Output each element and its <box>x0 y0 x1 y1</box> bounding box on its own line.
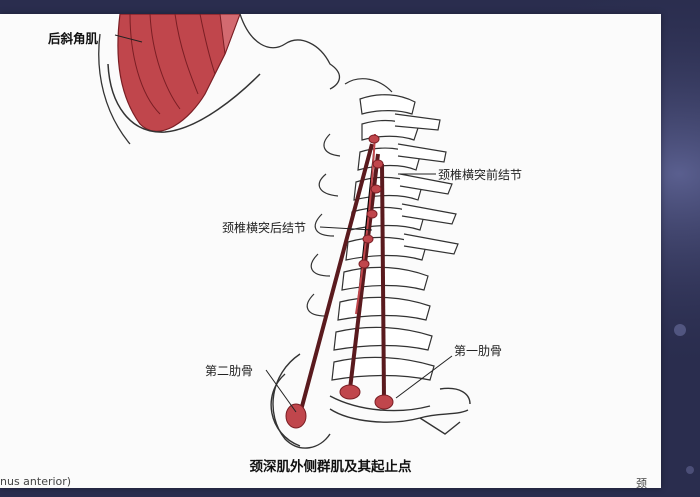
posterior-scalene-muscle <box>98 14 341 145</box>
label-posterior-scalene: 后斜角肌 <box>48 31 99 46</box>
leader-posterior-tubercle <box>319 226 373 231</box>
anatomy-illustration <box>98 14 471 449</box>
scalene-muscles <box>298 133 386 415</box>
figure-caption: 颈深肌外侧群肌及其起止点 <box>249 459 412 475</box>
cut-text-left: nus anterior) <box>0 475 72 488</box>
ribs <box>270 353 471 449</box>
slide-panel: 后斜角肌 颈椎横突前结节 颈椎横突后结节 第二肋骨 第一肋骨 颈深肌外侧群肌及其… <box>0 14 661 488</box>
label-anterior-tubercle: 颈椎横突前结节 <box>438 168 523 182</box>
leader-first-rib <box>395 355 453 399</box>
leader-second-rib <box>265 369 297 413</box>
cut-text-right: 颈 <box>636 477 647 488</box>
label-first-rib: 第一肋骨 <box>454 344 503 358</box>
label-posterior-tubercle: 颈椎横突后结节 <box>222 221 307 235</box>
label-second-rib: 第二肋骨 <box>205 364 254 378</box>
leader-posterior-scalene <box>114 34 143 43</box>
attachment-points <box>285 134 394 429</box>
